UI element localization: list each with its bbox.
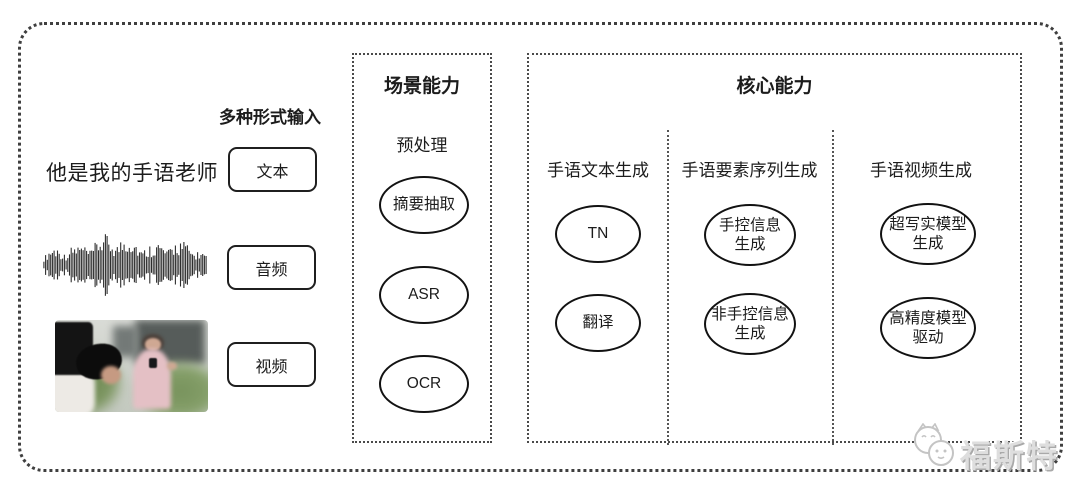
core-node-tn: TN <box>555 205 641 263</box>
thumbnail-microphone <box>149 357 157 368</box>
thumbnail-reporter-head <box>144 338 162 352</box>
input-type-label: 音频 <box>255 261 288 279</box>
watermark-text: 福斯特 <box>960 439 1059 474</box>
column-header-text-generation: 手语文本生成 <box>547 161 649 180</box>
audio-waveform-icon <box>43 232 207 298</box>
scene-node-ocr: OCR <box>379 355 469 413</box>
node-label: OCR <box>406 375 442 393</box>
column-divider <box>832 130 834 445</box>
scene-node-summary-extraction: 摘要抽取 <box>379 176 469 234</box>
node-label: 手控信息 生成 <box>718 216 781 253</box>
input-type-box-video: 视频 <box>227 342 316 387</box>
column-header-element-sequence-generation: 手语要素序列生成 <box>681 161 818 180</box>
preprocess-label: 预处理 <box>396 136 448 155</box>
core-node-manual-info-generation: 手控信息 生成 <box>704 204 796 266</box>
node-label: 摘要抽取 <box>392 196 455 214</box>
core-node-nonmanual-info-generation: 非手控信息 生成 <box>704 293 796 355</box>
thumbnail-reporter-hand <box>166 362 178 370</box>
core-node-high-precision-model-driving: 高精度模型 驱动 <box>880 297 976 359</box>
input-group-title: 多种形式输入 <box>219 108 321 127</box>
node-label: 非手控信息 生成 <box>711 305 789 342</box>
core-capability-box: 核心能力 手语文本生成 手语要素序列生成 手语视频生成 TN 翻译 手控信息 生… <box>527 53 1022 445</box>
input-type-label: 视频 <box>255 358 288 376</box>
node-label: ASR <box>408 286 440 304</box>
column-divider <box>667 130 669 445</box>
video-thumbnail <box>55 320 208 412</box>
input-type-box-audio: 音频 <box>227 245 316 290</box>
outer-dotted-frame <box>18 22 1063 472</box>
core-node-hyperrealistic-model-generation: 超写实模型 生成 <box>880 203 976 265</box>
column-header-video-generation: 手语视频生成 <box>870 161 972 180</box>
watermark-mascot-icon <box>906 422 960 469</box>
scene-capability-box: 场景能力 预处理 摘要抽取 ASR OCR <box>352 53 492 443</box>
node-label: 翻译 <box>582 314 614 332</box>
sample-sentence-text: 他是我的手语老师 <box>46 162 218 185</box>
scene-capability-title: 场景能力 <box>383 76 460 97</box>
scene-node-asr: ASR <box>379 266 469 324</box>
input-type-label: 文本 <box>256 163 289 181</box>
node-label: TN <box>587 225 609 243</box>
core-capability-title: 核心能力 <box>736 76 813 97</box>
thumbnail-photographer-hand <box>100 366 121 385</box>
node-label: 超写实模型 生成 <box>889 215 967 252</box>
input-type-box-text: 文本 <box>228 147 317 192</box>
core-node-translation: 翻译 <box>555 294 641 352</box>
node-label: 高精度模型 驱动 <box>889 309 967 346</box>
